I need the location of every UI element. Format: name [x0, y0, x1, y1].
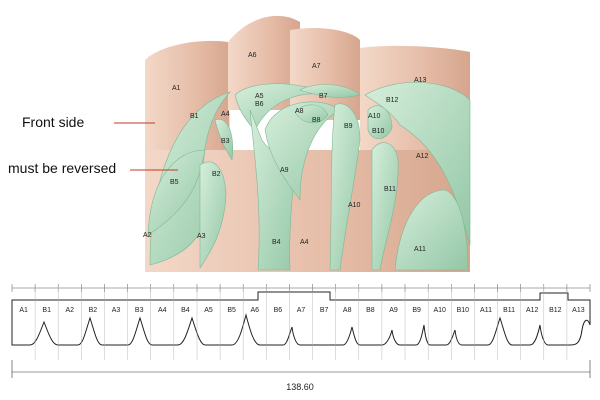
strip-label-b2: B2: [89, 307, 98, 314]
strip-label-a6: A6: [251, 307, 260, 314]
label-b11: B11: [384, 186, 396, 193]
label-a8: A8: [295, 108, 304, 115]
curl-b2: [199, 161, 227, 269]
strip-label-a5: A5: [204, 307, 213, 314]
label-b5: B5: [170, 179, 179, 186]
label-b6: B6: [255, 101, 264, 108]
label-a5: A5: [255, 93, 264, 100]
curl-b10: [367, 105, 393, 140]
curl-b9: [329, 103, 361, 271]
strip-label-b3: B3: [135, 307, 144, 314]
label-b9: B9: [344, 123, 353, 130]
label-a12: A12: [416, 153, 429, 160]
strip-label-b8: B8: [366, 307, 375, 314]
strip-outline: [11, 291, 591, 346]
strip-label-b10: B10: [457, 307, 470, 314]
flat-pattern-strip: A1 B1 A2 B2 A3 B3 A4 B4 A5 B5 A6 B6 A7 B7 A8 B8 A9 B9 A10 B…: [11, 284, 591, 392]
label-a2: A2: [143, 232, 152, 239]
label-a10: A10: [348, 202, 361, 209]
strip-label-a11: A11: [480, 307, 492, 314]
strip-label-a9: A9: [389, 307, 398, 314]
label-b8: B8: [312, 117, 321, 124]
curl-b7: [299, 84, 361, 98]
curl-a11: [394, 189, 469, 271]
strip-label-b4: B4: [181, 307, 190, 314]
label-a4-bottom: A4: [300, 239, 309, 246]
strip-label-b12: B12: [549, 307, 562, 314]
curl-b5: [147, 149, 206, 236]
strip-label-b9: B9: [412, 307, 421, 314]
must-be-reversed-label: must be reversed: [8, 160, 117, 176]
strip-columns: A1 B1 A2 B2 A3 B3 A4 B4 A5 B5 A6 B6 A7 B7 A8 B8 A9 B9 A10 B…: [19, 286, 585, 360]
label-b1: B1: [190, 113, 199, 120]
curl-b11: [371, 142, 399, 271]
strip-label-a4: A4: [158, 307, 167, 314]
curl-b6: [234, 83, 331, 131]
strip-label-a12: A12: [526, 307, 539, 314]
strip-label-b11: B11: [503, 307, 515, 314]
curl-b12: [364, 81, 471, 246]
label-a1: A1: [172, 85, 181, 92]
label-a3: A3: [197, 233, 206, 240]
strip-label-a8: A8: [343, 307, 352, 314]
strip-label-a10: A10: [433, 307, 446, 314]
strip-label-b1: B1: [42, 307, 51, 314]
curl-a9: [264, 101, 341, 201]
strip-label-a7: A7: [297, 307, 306, 314]
curl-b3: [214, 118, 233, 161]
strip-label-b6: B6: [274, 307, 283, 314]
folded-model: A1 A6 A7 A13 A5 B6 B7 B12 A8 B8 A10 B10 …: [114, 15, 471, 272]
label-a4: A4: [221, 111, 230, 118]
label-b4: B4: [272, 239, 281, 246]
label-b12: B12: [386, 97, 399, 104]
label-a9: A9: [280, 167, 289, 174]
label-b3: B3: [221, 138, 230, 145]
label-a13: A13: [414, 77, 427, 84]
total-length: 138.60: [286, 382, 314, 392]
label-b7: B7: [319, 93, 328, 100]
strip-label-a3: A3: [112, 307, 121, 314]
front-side-label: Front side: [22, 114, 85, 130]
label-b10: B10: [372, 128, 385, 135]
label-a11: A11: [414, 246, 426, 253]
curl-b8: [294, 104, 329, 124]
strip-label-b7: B7: [320, 307, 329, 314]
label-a7: A7: [312, 63, 321, 70]
strip-label-a2: A2: [66, 307, 75, 314]
strip-label-a13: A13: [572, 307, 585, 314]
label-a6: A6: [248, 52, 257, 59]
strip-label-a1: A1: [19, 307, 28, 314]
label-b2: B2: [212, 171, 221, 178]
strip-label-b5: B5: [227, 307, 236, 314]
label-a10-top: A10: [368, 113, 381, 120]
